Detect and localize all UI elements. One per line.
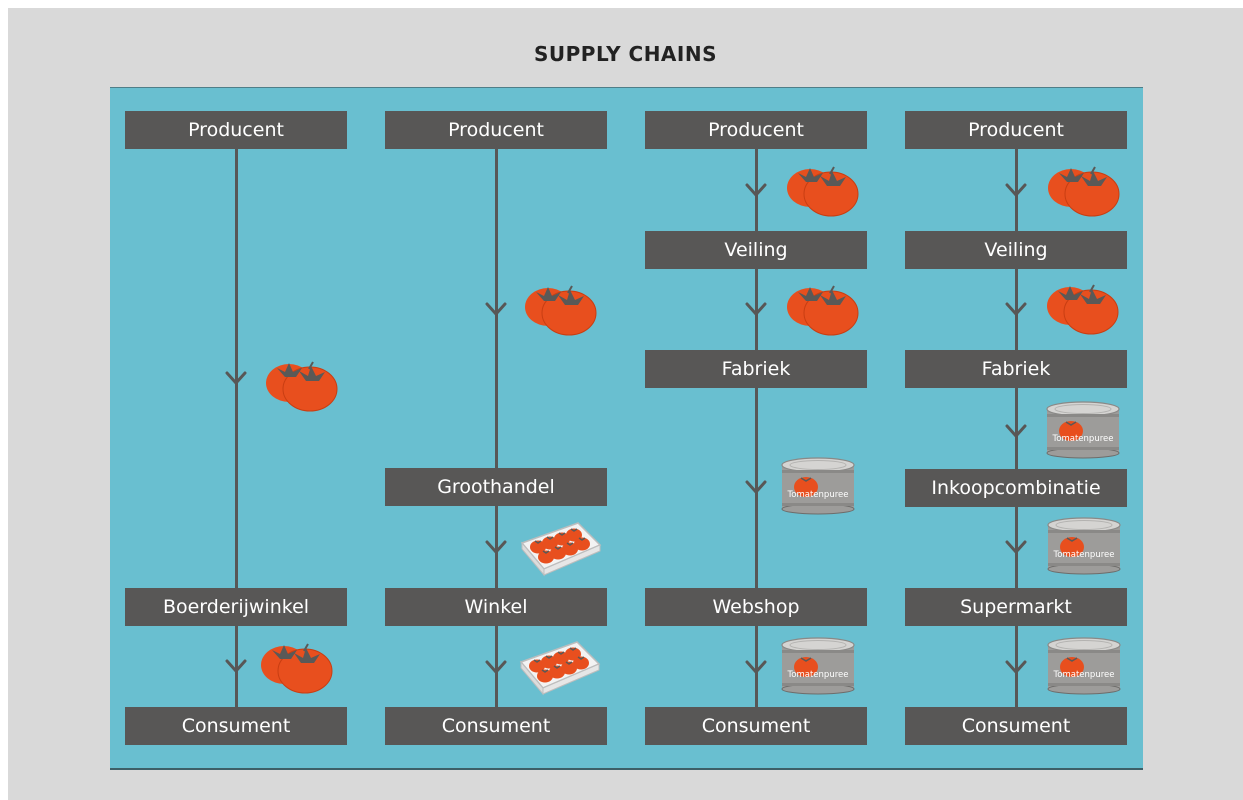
can-icon: Tomatenpuree: [1045, 635, 1123, 701]
can-icon: Tomatenpuree: [1044, 399, 1122, 465]
tomatoes-icon: [522, 280, 600, 340]
arrow-down-icon: [1005, 539, 1027, 558]
node-consument: Consument: [905, 707, 1127, 745]
node-producent: Producent: [645, 111, 867, 149]
arrow-down-icon: [1005, 423, 1027, 442]
tomatoes-icon: [258, 638, 336, 698]
node-veiling: Veiling: [905, 231, 1127, 269]
chain-connector-line: [754, 149, 758, 707]
tomatoes-icon: [1045, 161, 1123, 221]
diagram-title: SUPPLY CHAINS: [533, 42, 717, 66]
can-label: Tomatenpuree: [787, 490, 849, 500]
node-producent: Producent: [905, 111, 1127, 149]
node-webshop: Webshop: [645, 588, 867, 626]
node-consument: Consument: [645, 707, 867, 745]
node-winkel: Winkel: [385, 588, 607, 626]
tomatoes-icon: [784, 280, 862, 340]
tomato-tray-icon: [515, 636, 603, 700]
chain-connector-line: [494, 149, 498, 707]
tomatoes-icon: [784, 161, 862, 221]
arrow-down-icon: [485, 301, 507, 320]
node-consument: Consument: [385, 707, 607, 745]
node-inkoopcombinatie: Inkoopcombinatie: [905, 469, 1127, 507]
node-groothandel: Groothandel: [385, 468, 607, 506]
chain-connector-line: [1014, 149, 1018, 707]
arrow-down-icon: [745, 659, 767, 678]
arrow-down-icon: [1005, 301, 1027, 320]
tomatoes-icon: [263, 356, 341, 416]
arrow-down-icon: [485, 659, 507, 678]
arrow-down-icon: [225, 658, 247, 677]
node-producent: Producent: [125, 111, 347, 149]
node-veiling: Veiling: [645, 231, 867, 269]
can-icon: Tomatenpuree: [779, 635, 857, 701]
can-label: Tomatenpuree: [1053, 550, 1115, 560]
tomatoes-icon: [1044, 279, 1122, 339]
arrow-down-icon: [745, 479, 767, 498]
can-label: Tomatenpuree: [1052, 434, 1114, 444]
arrow-down-icon: [1005, 182, 1027, 201]
node-fabriek: Fabriek: [645, 350, 867, 388]
can-label: Tomatenpuree: [787, 670, 849, 680]
arrow-down-icon: [225, 370, 247, 389]
arrow-down-icon: [1005, 659, 1027, 678]
can-icon: Tomatenpuree: [1045, 515, 1123, 581]
arrow-down-icon: [745, 182, 767, 201]
node-fabriek: Fabriek: [905, 350, 1127, 388]
arrow-down-icon: [485, 539, 507, 558]
node-consument: Consument: [125, 707, 347, 745]
arrow-down-icon: [745, 301, 767, 320]
node-supermarkt: Supermarkt: [905, 588, 1127, 626]
node-boerderijwinkel: Boerderijwinkel: [125, 588, 347, 626]
chain-connector-line: [234, 149, 238, 707]
can-label: Tomatenpuree: [1053, 670, 1115, 680]
tomato-tray-icon: [516, 517, 604, 581]
node-producent: Producent: [385, 111, 607, 149]
can-icon: Tomatenpuree: [779, 455, 857, 521]
